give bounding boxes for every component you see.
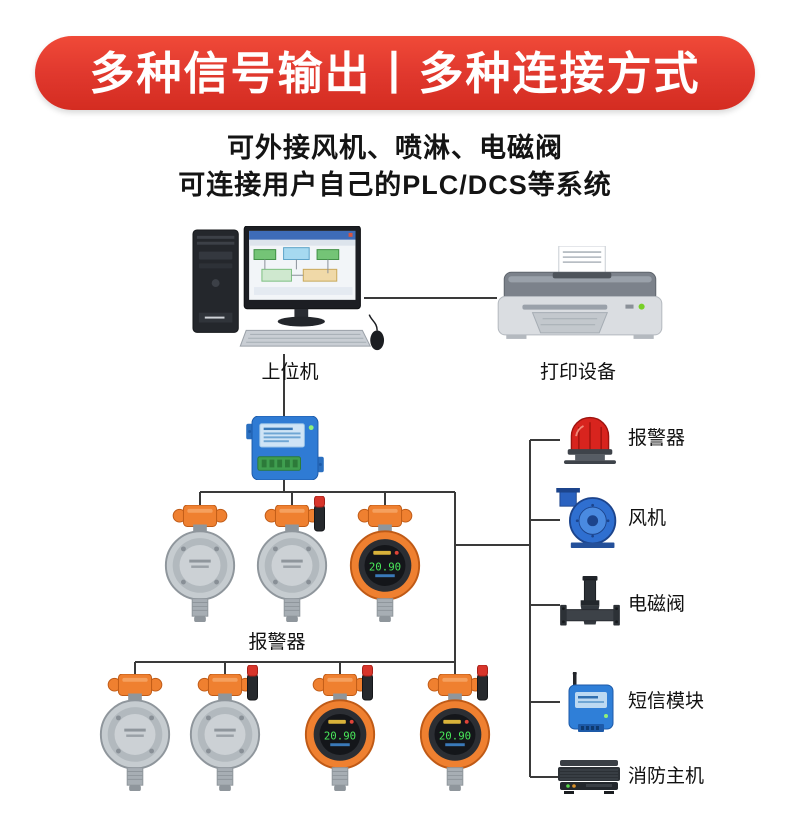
banner: 多种信号输出丨多种连接方式: [35, 36, 755, 110]
sms-module-icon: [568, 672, 614, 733]
printer: [497, 246, 663, 340]
right-label-sms: 短信模块: [628, 691, 705, 712]
solenoid-valve-icon: [560, 576, 620, 626]
connection-lines: [134, 297, 560, 778]
right-label-firehost: 消防主机: [628, 766, 705, 787]
host-computer-label: 上位机: [261, 362, 319, 383]
antenna-detector-7: [477, 665, 488, 701]
right-label-alarm: 报警器: [628, 428, 686, 449]
fire-host-icon: [557, 759, 621, 795]
fan-icon: [556, 488, 617, 548]
right-label-valve: 电磁阀: [628, 594, 686, 615]
gas-detector-4: [99, 674, 171, 793]
right-label-fan: 风机: [628, 508, 667, 529]
antenna-detector-5: [247, 665, 258, 701]
intro-line-2: 可连接用户自己的PLC/DCS等系统: [178, 170, 612, 200]
antenna-detector-6: [362, 665, 373, 701]
detector-group-label: 报警器: [248, 632, 306, 653]
gas-detector-3: [349, 505, 421, 624]
gas-detector-1: [164, 505, 236, 624]
antenna-detector-2: [314, 496, 325, 532]
signal-converter: [246, 416, 324, 480]
banner-title: 多种信号输出丨多种连接方式: [89, 47, 701, 99]
alarm-beacon-icon: [563, 416, 617, 464]
intro-line-1: 可外接风机、喷淋、电磁阀: [227, 133, 563, 163]
printer-label: 打印设备: [539, 362, 616, 383]
host-computer: [192, 226, 385, 351]
